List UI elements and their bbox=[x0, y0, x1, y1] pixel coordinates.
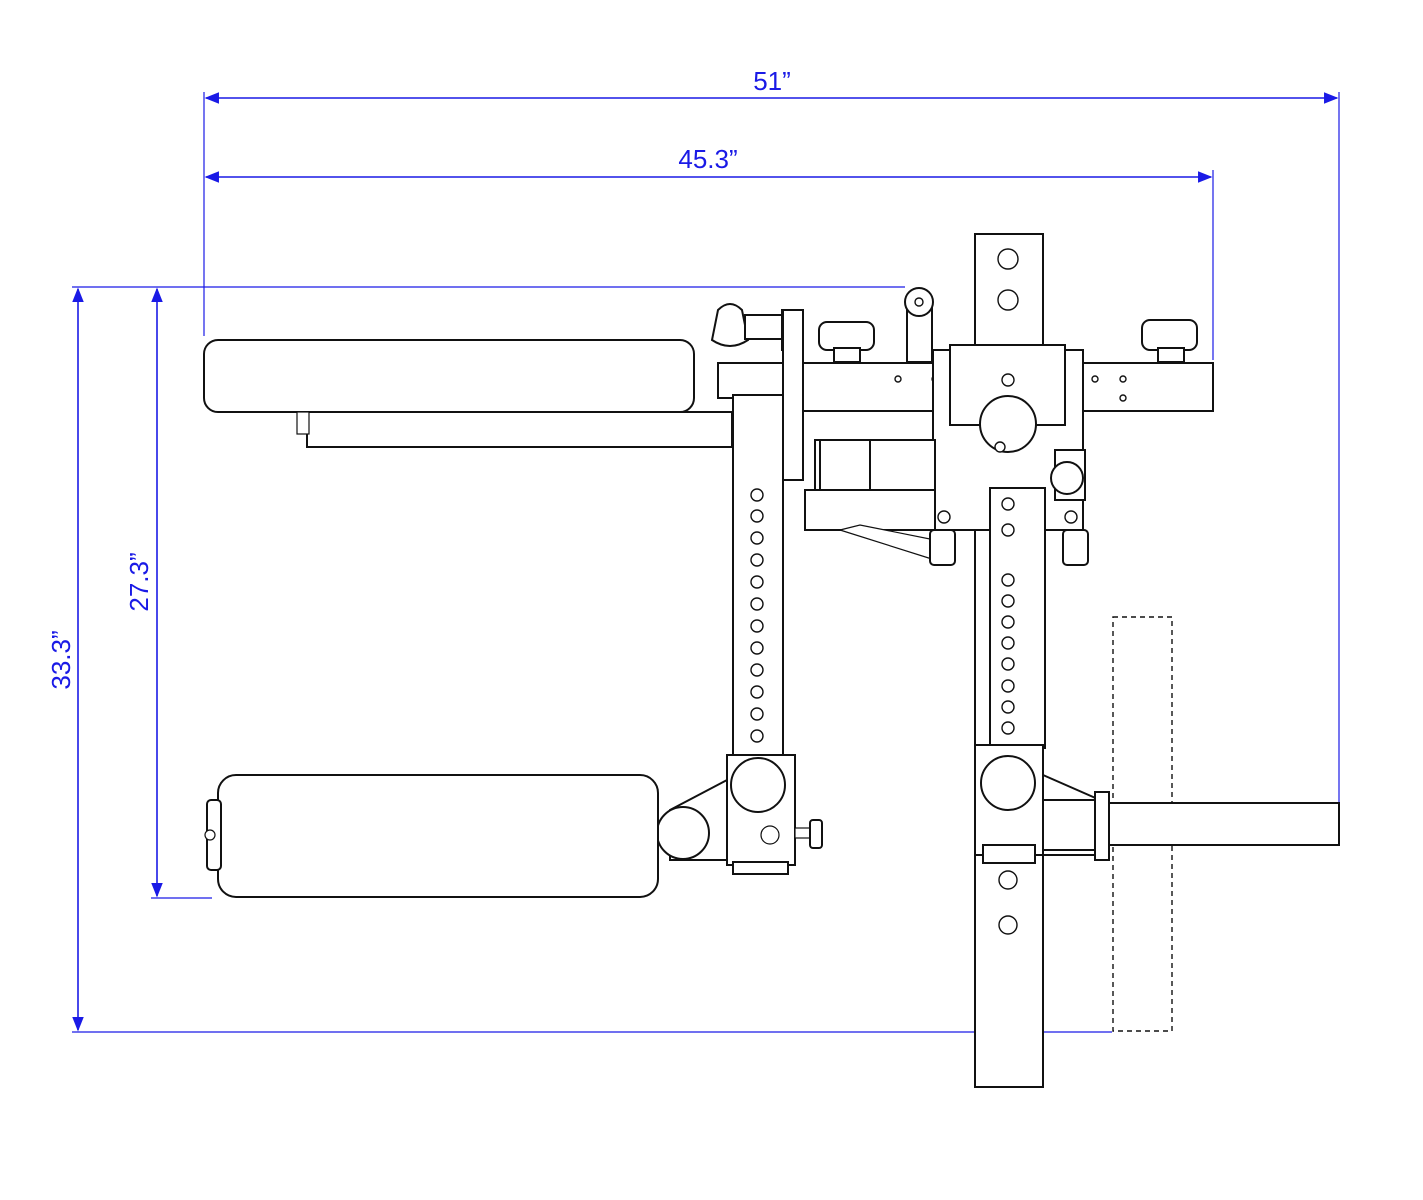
axle-housing bbox=[814, 439, 936, 491]
knob-left bbox=[818, 321, 875, 363]
left-arm bbox=[717, 309, 804, 776]
rear-bracket bbox=[804, 489, 936, 561]
dimension-pad-span: 27.3” bbox=[124, 287, 212, 899]
pop-pin-handle bbox=[904, 287, 934, 363]
overall-depth-label: 33.3” bbox=[46, 630, 76, 689]
right-adjustment-rail bbox=[989, 487, 1046, 749]
dimension-overall-depth: 33.3” bbox=[46, 286, 1112, 1033]
side-knobs bbox=[929, 529, 1089, 566]
lower-roller-pad bbox=[204, 774, 728, 898]
cam-gear bbox=[1050, 449, 1086, 501]
left-sleeve bbox=[726, 754, 796, 875]
knob-right bbox=[1141, 319, 1198, 363]
overall-width-label: 51” bbox=[753, 66, 791, 96]
pad-span-label: 27.3” bbox=[124, 552, 154, 611]
right-sleeve bbox=[974, 744, 1044, 864]
inner-width-label: 45.3” bbox=[678, 144, 737, 174]
upper-roller-pad bbox=[203, 339, 733, 448]
dimension-inner-width: 45.3” bbox=[204, 144, 1214, 360]
loading-horn bbox=[1042, 773, 1340, 861]
dimension-overall-width: 51” bbox=[203, 66, 1340, 842]
left-sleeve-knob bbox=[794, 819, 823, 849]
